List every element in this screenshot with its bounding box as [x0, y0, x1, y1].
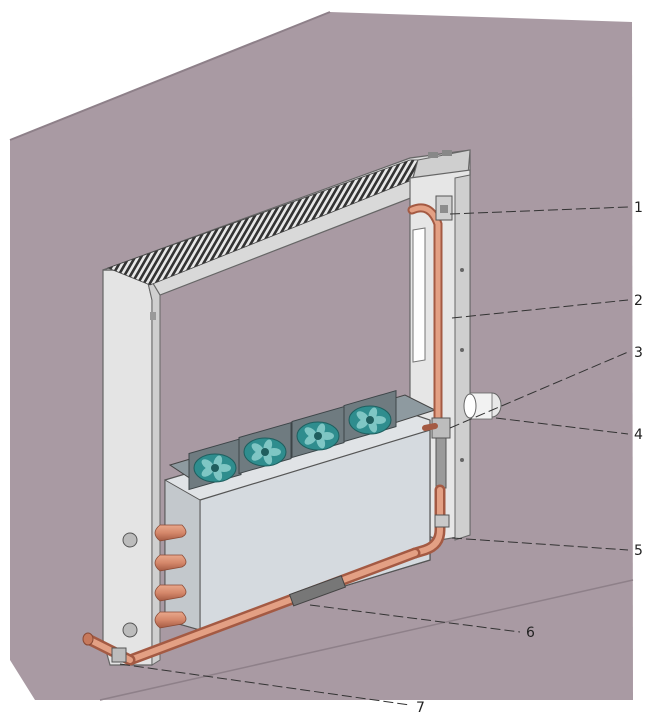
callout-5: 5: [634, 543, 643, 559]
wall-top-edge: [9, 11, 331, 141]
leader-2: [451, 299, 629, 319]
fan-2: [238, 421, 292, 475]
coil-tube-stack: [154, 524, 187, 629]
fan-4: [343, 389, 397, 443]
leader-6: [309, 604, 521, 633]
pipe-upper-elbow: [435, 195, 453, 221]
leader-lines: [119, 206, 629, 706]
callout-3: 3: [634, 345, 643, 361]
callout-2: 2: [634, 293, 643, 309]
unit-left-post: [102, 261, 161, 666]
fan-1: [188, 437, 242, 491]
callout-labels: 1 2 3 4 5 6 7: [416, 200, 643, 716]
unit-top-grille: [102, 149, 471, 296]
callout-7: 7: [416, 700, 425, 716]
pipe-end-outlet: [82, 632, 136, 666]
horizontal-copper-pipe: [124, 547, 421, 666]
lower-right-elbow: [409, 484, 450, 559]
fan-3: [291, 405, 345, 459]
leader-3: [449, 351, 629, 429]
leader-1: [449, 206, 629, 215]
fan-row: [188, 389, 397, 491]
wall-pipe-sleeve: [463, 392, 502, 420]
callout-6: 6: [526, 625, 535, 641]
leader-7: [119, 663, 411, 706]
floor: [0, 700, 662, 718]
leader-5: [451, 537, 629, 551]
floor-edge: [99, 579, 634, 701]
leader-4: [495, 417, 629, 435]
vertical-copper-pipe: [407, 203, 443, 429]
callout-4: 4: [634, 427, 643, 443]
callout-1: 1: [634, 200, 643, 216]
